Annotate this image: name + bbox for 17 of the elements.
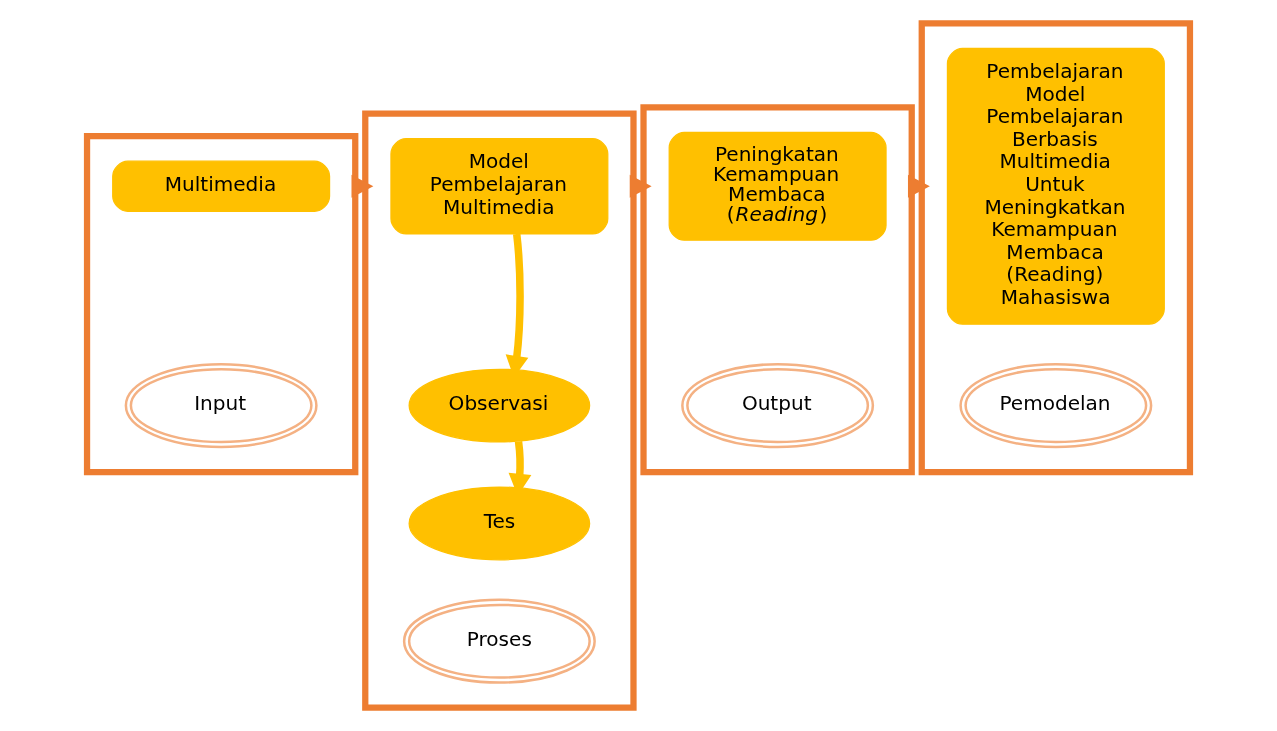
node-ellipse: Output: [681, 363, 875, 449]
cluster: [362, 110, 637, 711]
cluster: [83, 133, 359, 476]
arrow: [351, 174, 374, 198]
node-ellipse: Pemodelan: [959, 363, 1153, 449]
node-ellipse: Input: [124, 363, 318, 449]
node-box: Peningkatan Kemampuan Membaca (Reading): [668, 131, 887, 241]
node-ellipse: Proses: [402, 598, 596, 684]
cluster: [640, 104, 915, 476]
arrow: [629, 174, 652, 198]
node-ellipse: Observasi: [408, 368, 591, 443]
arrow: [907, 174, 930, 198]
node-box: Multimedia: [112, 160, 331, 212]
cluster: [918, 20, 1194, 476]
node-ellipse: Tes: [408, 486, 591, 561]
node-box: Model Pembelajaran Multimedia: [390, 138, 609, 235]
node-box: Pembelajaran Model Pembelajaran Berbasis Multimedia Untuk Meningkatkan Kemampuan Membaca (Reading) Mahasiswa: [946, 47, 1165, 325]
